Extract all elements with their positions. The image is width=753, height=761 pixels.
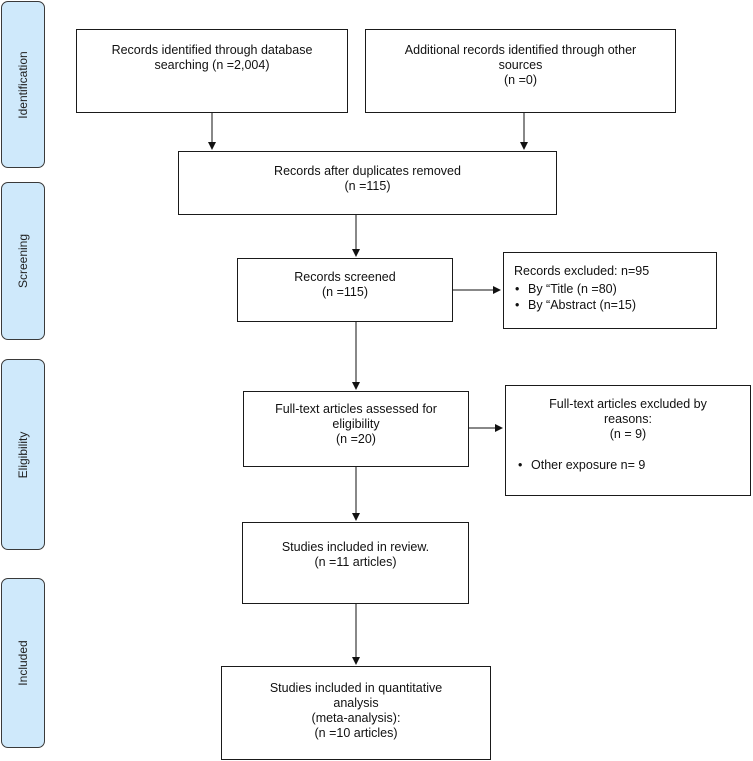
box-records-screened-line-1: Records screened	[294, 270, 396, 284]
phase-screening: Screening	[1, 182, 45, 340]
box-quantitative-analysis: Studies included in quantitative analysi…	[221, 666, 491, 760]
box-fulltext-excluded: Full-text articles excluded by reasons: …	[505, 385, 751, 496]
box-fulltext-assessed: Full-text articles assessed for eligibil…	[243, 391, 469, 467]
excluded-by-abstract: By “Abstract (n=15)	[515, 297, 716, 313]
box-other-sources-line-3: (n =0)	[503, 73, 537, 87]
box-duplicates-removed-line-1: Records after duplicates removed	[274, 164, 461, 178]
box-records-excluded: Records excluded: n=95 By “Title (n =80)…	[503, 252, 717, 329]
box-records-excluded-title: Records excluded: n=95	[514, 264, 650, 278]
box-fulltext-assessed-line-2: eligibility	[332, 417, 380, 431]
box-duplicates-removed: Records after duplicates removed (n =115…	[178, 151, 557, 215]
fulltext-excluded-header: Full-text articles excluded by reasons: …	[506, 397, 750, 442]
box-database-search: Records identified through database sear…	[76, 29, 348, 113]
box-fulltext-assessed-line-1: Full-text articles assessed for	[275, 402, 437, 416]
box-other-sources: Additional records identified through ot…	[365, 29, 676, 113]
box-studies-included-review-line-1: Studies included in review.	[281, 540, 430, 554]
box-quantitative-analysis-line-1: Studies included in quantitative	[269, 681, 443, 695]
box-quantitative-analysis-line-2: analysis	[333, 696, 379, 710]
records-excluded-list: By “Title (n =80) By “Abstract (n=15)	[514, 281, 716, 313]
phase-identification-label: Identification	[16, 50, 30, 119]
box-fulltext-assessed-line-3: (n =20)	[336, 432, 376, 446]
box-studies-included-review-line-2: (n =11 articles)	[314, 555, 397, 569]
phase-screening-label: Screening	[16, 233, 30, 289]
box-duplicates-removed-line-2: (n =115)	[344, 179, 391, 193]
excluded-other-exposure: Other exposure n= 9	[518, 457, 750, 473]
box-other-sources-line-2: sources	[498, 58, 543, 72]
box-records-screened-line-2: (n =115)	[322, 285, 368, 299]
box-records-screened: Records screened (n =115)	[237, 258, 453, 322]
excluded-by-title: By “Title (n =80)	[515, 281, 716, 297]
box-quantitative-analysis-line-4: (n =10 articles)	[314, 726, 398, 740]
fulltext-excluded-list: Other exposure n= 9	[506, 457, 750, 473]
phase-included-label: Included	[16, 640, 30, 686]
box-fulltext-excluded-line-1: Full-text articles excluded by	[549, 397, 707, 411]
box-studies-included-review: Studies included in review. (n =11 artic…	[242, 522, 469, 604]
phase-included: Included	[1, 578, 45, 748]
phase-eligibility-label: Eligibility	[16, 431, 30, 478]
phase-eligibility: Eligibility	[1, 359, 45, 550]
box-fulltext-excluded-line-3: (n = 9)	[609, 427, 647, 441]
box-database-search-line-1: Records identified through database	[111, 43, 313, 57]
box-database-search-line-2: searching (n =2,004)	[154, 58, 270, 72]
phase-identification: Identification	[1, 1, 45, 168]
box-other-sources-line-1: Additional records identified through ot…	[404, 43, 637, 57]
box-fulltext-excluded-line-2: reasons:	[604, 412, 652, 426]
box-quantitative-analysis-line-3: (meta-analysis):	[311, 711, 401, 725]
